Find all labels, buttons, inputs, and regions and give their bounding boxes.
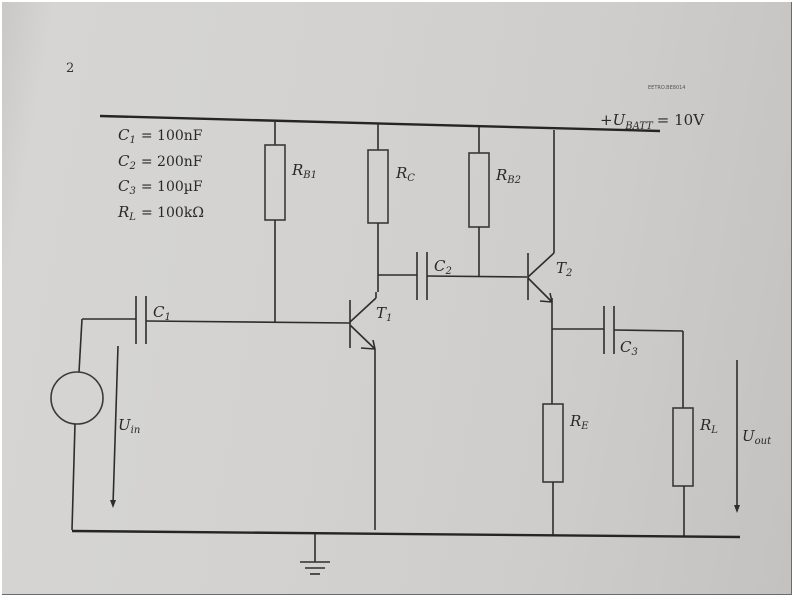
value-c1: C1= 100nF xyxy=(118,126,203,146)
svg-text:Uin: Uin xyxy=(118,416,140,436)
svg-text:C1: C1 xyxy=(153,303,171,323)
svg-text:Uout: Uout xyxy=(742,427,772,447)
header-code: EETRO.BE8014 xyxy=(648,85,685,91)
page-number: 2 xyxy=(66,61,74,76)
input-voltage-arrow: Uin xyxy=(110,345,140,508)
capacitor-c2: C2 xyxy=(378,252,528,300)
value-c2: C2= 200nF xyxy=(118,152,203,172)
svg-text:C2: C2 xyxy=(434,257,452,277)
supply-rail xyxy=(99,114,661,133)
output-voltage-arrow: Uout xyxy=(734,360,772,513)
ground-icon xyxy=(300,534,330,575)
svg-text:T1: T1 xyxy=(376,304,392,324)
component-value-list: C1= 100nF C2= 200nF C3= 100µF RL= 100kΩ xyxy=(117,126,204,223)
svg-text:RC: RC xyxy=(395,164,415,184)
transistor-t2: T2 xyxy=(527,252,572,303)
resistor-rb2: RB2 xyxy=(468,127,521,276)
svg-text:C3: C3 xyxy=(620,338,638,358)
ground-rail xyxy=(71,529,741,539)
capacitor-c3: C3 xyxy=(552,306,684,408)
supply-label: +UBATT= 10V xyxy=(600,111,705,132)
svg-text:T2: T2 xyxy=(556,259,572,279)
svg-text:RL: RL xyxy=(699,416,718,436)
svg-text:RB2: RB2 xyxy=(495,166,521,186)
svg-text:RE: RE xyxy=(569,412,589,432)
svg-text:RB1: RB1 xyxy=(291,161,317,181)
capacitor-c1: C1 xyxy=(82,296,351,344)
resistor-rc: RC xyxy=(367,124,415,292)
value-c3: C3= 100µF xyxy=(118,177,203,197)
ac-voltage-source xyxy=(50,318,104,531)
transistor-t1: T1 xyxy=(349,292,392,530)
value-rl: RL= 100kΩ xyxy=(117,203,204,223)
resistor-re: RE xyxy=(542,403,589,535)
resistor-rl: RL xyxy=(672,407,718,537)
resistor-rb1: RB1 xyxy=(264,120,317,322)
